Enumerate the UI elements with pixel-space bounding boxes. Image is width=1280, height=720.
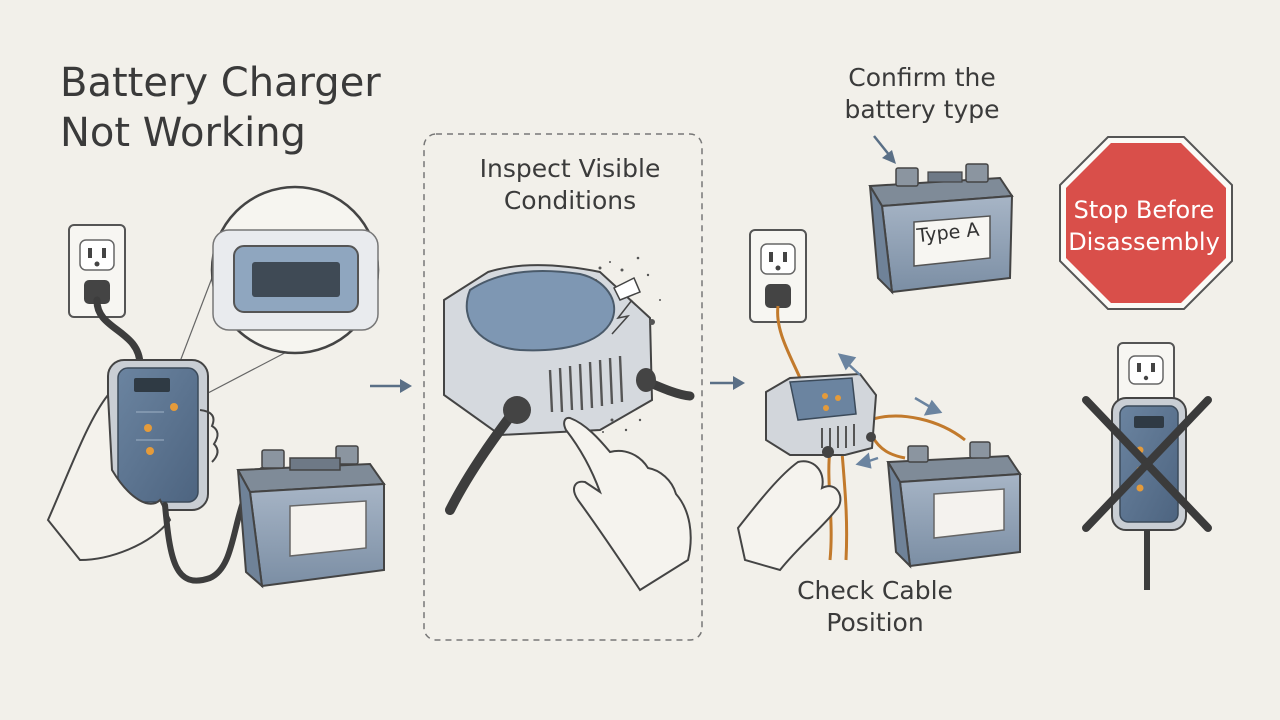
damage-spark-icon: [595, 256, 661, 433]
step-label-inspect-line-1: Inspect Visible: [479, 154, 661, 183]
charger-unit-icon: [107, 359, 209, 511]
wall-outlet-icon: [749, 229, 807, 323]
stop-sign-label-line-1: Stop Before: [1073, 196, 1215, 224]
step-label-inspect-line-2: Conditions: [503, 186, 637, 215]
panel-battery-type: [868, 135, 1014, 295]
wall-outlet-icon: [68, 224, 126, 318]
step-label-confirm-line-2: battery type: [844, 95, 1000, 124]
battery-icon: [236, 445, 386, 589]
charger-box-icon: [443, 264, 654, 437]
stop-sign-icon: [1059, 136, 1233, 310]
battery-icon: [868, 163, 1014, 295]
arrow-right-icon: [370, 379, 412, 393]
panel-inspect: [423, 133, 703, 641]
hand-icon: [46, 392, 219, 562]
step-label-cable-line-1: Check Cable: [797, 576, 953, 605]
title-line-1: Battery Charger: [60, 60, 381, 106]
charger-unit-icon: [765, 372, 878, 458]
pointing-hand-icon: [563, 416, 692, 592]
panel-cable-position: [736, 229, 1022, 572]
step-label-cable-line-2: Position: [826, 608, 924, 637]
step-label-inspect: Inspect Visible Conditions: [440, 153, 700, 217]
arrow-down-right-icon: [873, 135, 896, 164]
step-label-confirm-line-1: Confirm the: [848, 63, 996, 92]
stop-sign-label-line-2: Disassembly: [1068, 228, 1220, 256]
hand-icon: [736, 460, 842, 572]
direction-arrow-icon: [837, 353, 943, 469]
step-label-confirm: Confirm the battery type: [812, 62, 1032, 126]
stop-sign-label: Stop Before Disassembly: [1066, 194, 1222, 258]
battery-icon: [886, 441, 1022, 569]
title-line-2: Not Working: [60, 110, 306, 156]
cross-out-icon: [1082, 396, 1212, 532]
page-title: Battery Charger Not Working: [60, 58, 381, 158]
step-label-cable: Check Cable Position: [765, 575, 985, 639]
panel-not-working: [46, 185, 386, 589]
panel-no-disassembly: [1082, 342, 1212, 590]
arrow-right-icon: [710, 376, 745, 390]
magnifier-display-icon: [210, 185, 380, 355]
